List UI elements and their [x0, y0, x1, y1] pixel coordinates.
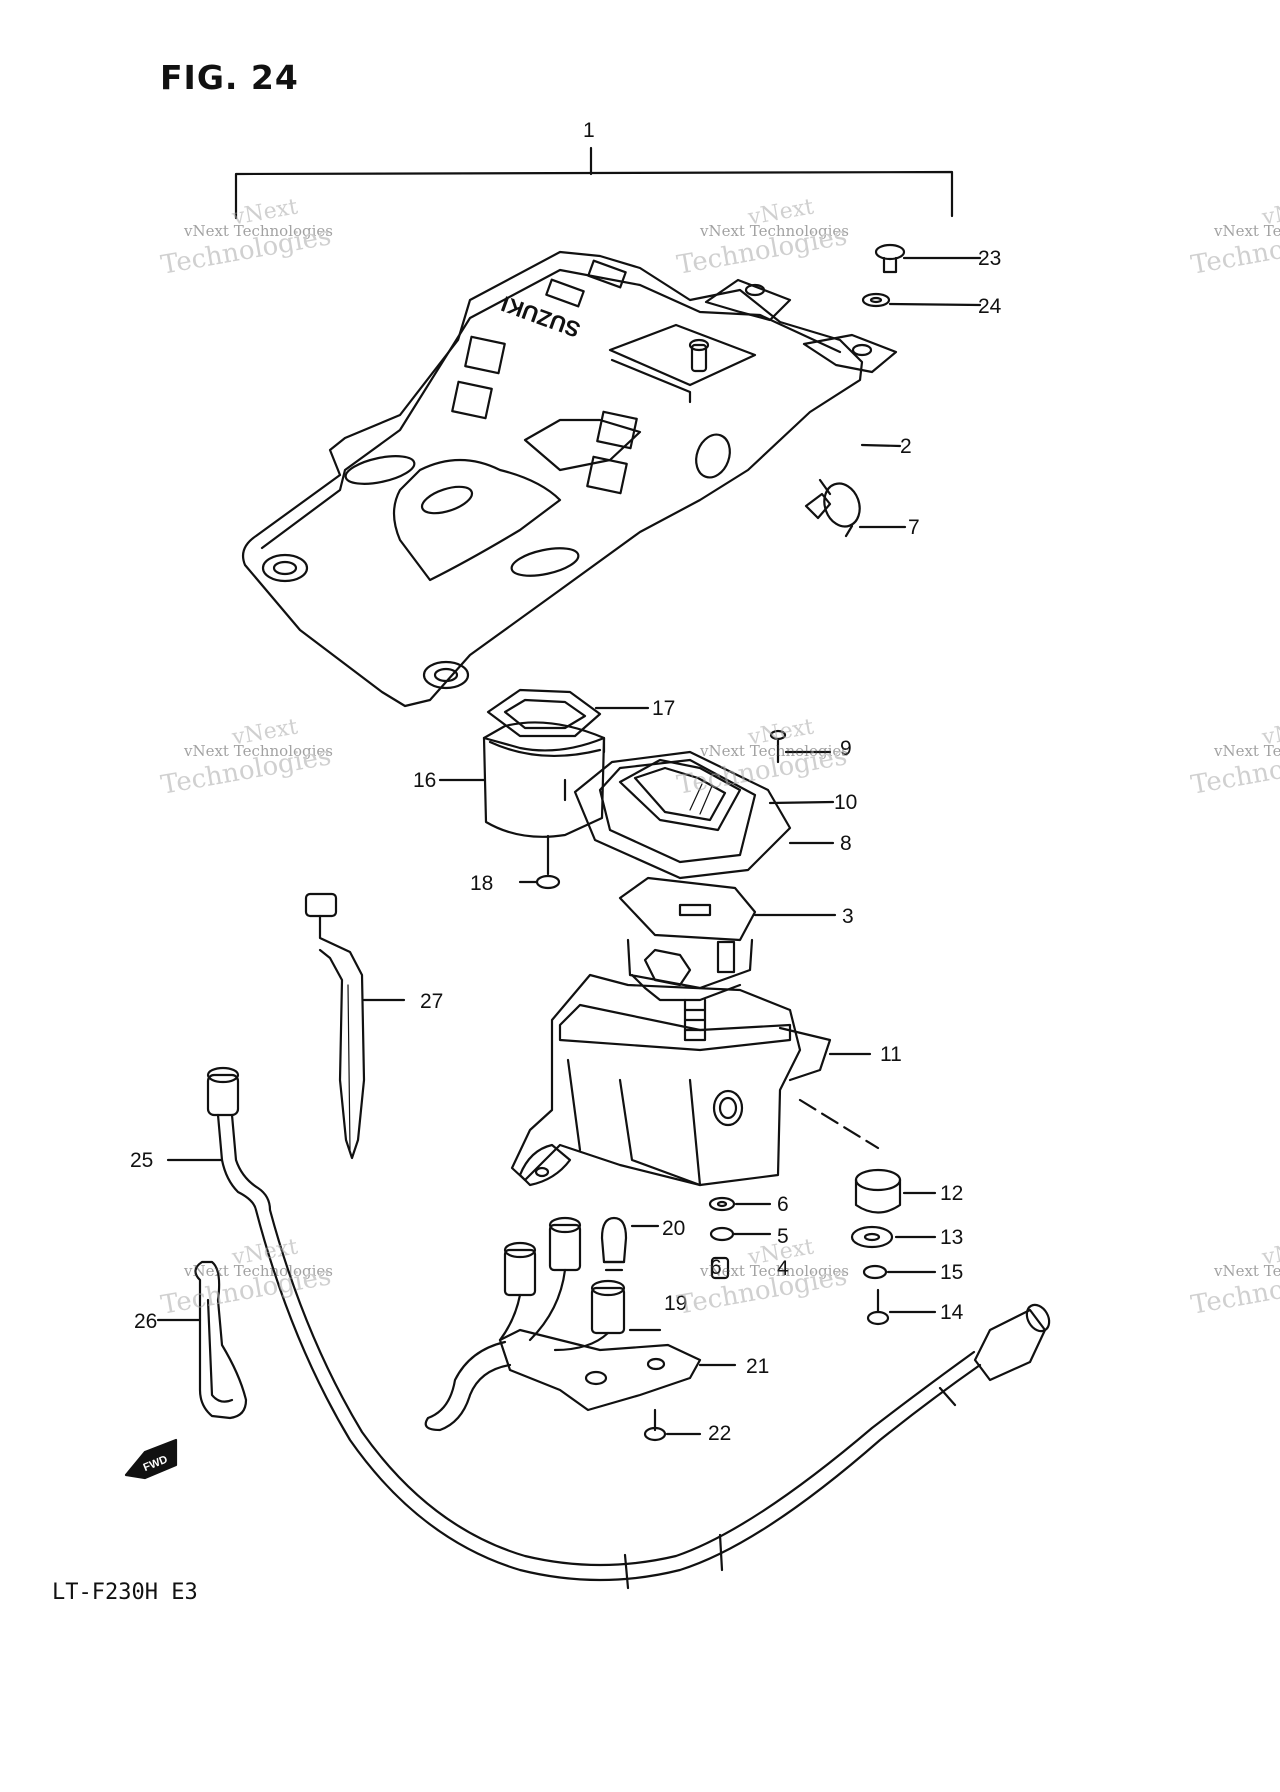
lens-plate-8: [573, 750, 835, 880]
knob-7: [804, 478, 907, 538]
callout-26: 26: [134, 1310, 158, 1333]
callout-23: 23: [978, 247, 1002, 270]
cover-brand-text: SUZUKI: [498, 291, 584, 343]
washer-24: [861, 292, 982, 308]
screw-23: [874, 243, 982, 274]
callout-9: 9: [840, 737, 852, 760]
callout-22: 22: [708, 1422, 732, 1445]
washer-13: [850, 1225, 937, 1249]
nut-6: [708, 1196, 772, 1212]
washer-5: [709, 1226, 772, 1242]
leader-2: [860, 443, 902, 448]
callout-19: 19: [664, 1292, 688, 1315]
nut-6b: [710, 1256, 730, 1280]
callout-6: 6: [777, 1193, 789, 1216]
bulb-20: [600, 1216, 660, 1272]
callout-21: 21: [746, 1355, 770, 1378]
callout-3: 3: [842, 905, 854, 928]
assembly-bracket: [234, 146, 954, 220]
speedometer-cable-25: [166, 1066, 1051, 1590]
meter-movement-3: [618, 876, 837, 1042]
callout-25: 25: [130, 1149, 154, 1172]
callout-10: 10: [834, 791, 858, 814]
callout-12: 12: [940, 1182, 964, 1205]
callout-15: 15: [940, 1261, 964, 1284]
grommet-12: [854, 1168, 937, 1214]
callout-8: 8: [840, 832, 852, 855]
callout-2: 2: [900, 435, 912, 458]
screw-22: [643, 1408, 702, 1442]
harness-27: [304, 892, 406, 1160]
callout-14: 14: [940, 1301, 964, 1324]
callout-27: 27: [420, 990, 444, 1013]
callout-24: 24: [978, 295, 1002, 318]
callout-5: 5: [777, 1225, 789, 1248]
case-16: [438, 721, 606, 838]
callout-17: 17: [652, 697, 676, 720]
figure-title: FIG. 24: [160, 58, 299, 97]
callout-1: 1: [583, 119, 595, 142]
callout-20: 20: [662, 1217, 686, 1240]
callout-11: 11: [880, 1043, 902, 1066]
housing-11: [510, 973, 880, 1187]
upper-cover: SUZUKI: [241, 250, 898, 708]
callout-18: 18: [470, 872, 494, 895]
gasket-17: [486, 688, 650, 738]
fwd-arrow-icon: FWD: [124, 1438, 178, 1480]
callout-6b: 6: [710, 1256, 722, 1279]
callout-4: 4: [777, 1257, 789, 1280]
callout-13: 13: [940, 1226, 964, 1249]
model-code: LT-F230H E3: [52, 1580, 198, 1605]
washer-15: [862, 1264, 937, 1280]
socket-base-21: [424, 1328, 737, 1432]
callout-7: 7: [908, 516, 920, 539]
screw-18: [518, 834, 561, 890]
screw-9: [769, 729, 832, 764]
clamp-26: [156, 1260, 248, 1420]
screw-14: [866, 1288, 937, 1326]
callout-16: 16: [413, 769, 437, 792]
